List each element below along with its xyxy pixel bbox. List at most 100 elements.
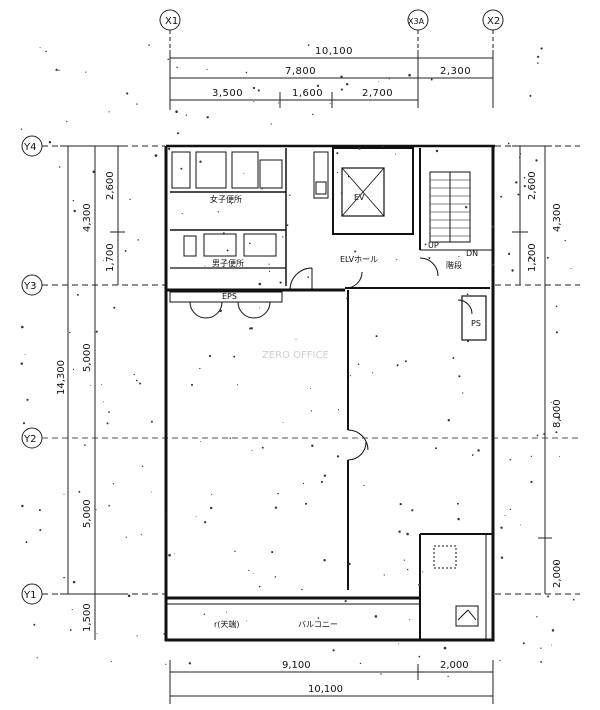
speckle-dot: [462, 392, 464, 394]
dim-bottom-total: 10,100: [308, 684, 343, 695]
speckle-dot: [126, 92, 129, 95]
speckle-dot: [519, 153, 522, 155]
speckle-dot: [374, 615, 378, 618]
speckle-dot: [206, 68, 208, 70]
speckle-dot: [317, 617, 320, 619]
speckle-dot: [125, 536, 127, 538]
speckle-dot: [90, 384, 92, 386]
speckle-dot: [45, 50, 47, 53]
speckle-dot: [258, 585, 261, 588]
speckle-dot: [199, 367, 201, 370]
speckle-dot: [176, 132, 180, 135]
speckle-dot: [185, 114, 188, 116]
dim-top-b: 2,300: [440, 66, 471, 77]
speckle-dot: [359, 662, 362, 665]
speckle-dot: [345, 82, 349, 86]
dim-top-c3: 2,700: [362, 88, 393, 99]
label-ev: EV: [354, 193, 365, 202]
speckle-dot: [411, 509, 414, 512]
speckle-dot: [546, 256, 549, 259]
speckle-dot: [245, 620, 247, 622]
speckle-dot: [540, 647, 542, 649]
speckle-dot: [543, 433, 546, 436]
speckle-dot: [22, 422, 26, 425]
label-up: UP: [428, 241, 439, 250]
speckle-dot: [195, 516, 197, 518]
speckle-dot: [551, 644, 553, 646]
speckle-dot: [477, 449, 480, 452]
speckle-dot: [167, 147, 171, 150]
speckle-dot: [398, 642, 400, 644]
top-dimensions: [169, 50, 494, 110]
label-mens-wc: 男子便所: [212, 258, 244, 268]
speckle-dot: [295, 338, 297, 340]
dim-left-low: 5,000: [82, 499, 93, 528]
speckle-dot: [551, 629, 555, 632]
grid-axes: [21, 9, 580, 605]
right-dimensions: [512, 145, 552, 594]
speckle-dot: [406, 568, 409, 571]
speckle-dot: [499, 659, 501, 661]
speckle-dot: [500, 526, 503, 529]
speckle-dot: [268, 263, 270, 265]
speckle-dot: [286, 224, 289, 227]
speckle-dot: [95, 330, 98, 333]
speckle-dot: [279, 281, 282, 284]
grid-y2-label: Y2: [23, 434, 36, 445]
speckle-dot: [422, 571, 424, 573]
speckle-dot: [20, 362, 24, 365]
speckle-dot: [71, 609, 73, 611]
label-dn: DN: [466, 249, 478, 258]
speckle-dot: [282, 236, 284, 238]
speckle-dot: [380, 673, 382, 675]
speckle-dot: [188, 662, 192, 665]
dim-top-c2: 1,600: [292, 88, 323, 99]
speckle-dot: [217, 211, 219, 213]
speckle-dot: [58, 166, 61, 168]
speckle-dot: [58, 69, 60, 71]
speckle-dot: [491, 225, 494, 228]
speckle-dot: [141, 465, 144, 468]
grid-y4-label: Y4: [23, 142, 36, 153]
speckle-dot: [261, 188, 263, 190]
speckle-dot: [396, 364, 399, 367]
speckle-dot: [457, 517, 460, 521]
speckle-dot: [530, 455, 532, 457]
speckle-dot: [85, 71, 87, 73]
label-stairs: 階段: [446, 260, 462, 270]
speckle-dot: [204, 265, 206, 267]
speckle-dot: [559, 455, 561, 457]
dim-left-bottom: 1,500: [82, 603, 93, 632]
speckle-dot: [517, 193, 520, 196]
speckle-dot: [466, 293, 469, 296]
speckle-dot: [175, 110, 178, 113]
speckle-dot: [434, 241, 436, 243]
speckle-dot: [248, 242, 251, 245]
speckle-dot: [382, 145, 384, 148]
speckle-dot: [180, 167, 183, 170]
speckle-dot: [378, 81, 379, 83]
speckle-dot: [277, 492, 279, 495]
speckle-dot: [199, 160, 202, 163]
speckle-dot: [305, 502, 308, 505]
dim-bottom-b: 2,000: [440, 660, 469, 671]
speckle-dot: [336, 171, 339, 174]
speckle-dot: [36, 657, 38, 659]
speckle-dot: [200, 440, 201, 442]
speckle-dot: [222, 232, 225, 235]
speckle-dot: [168, 554, 171, 557]
speckle-dot: [310, 410, 313, 412]
speckle-dot: [523, 176, 526, 179]
speckle-dot: [523, 185, 526, 188]
speckle-dot: [518, 156, 521, 159]
speckle-dot: [492, 263, 495, 266]
speckle-dot: [63, 576, 65, 579]
speckle-dot: [261, 446, 264, 449]
scan-speckle: [20, 44, 575, 678]
speckle-dot: [529, 94, 532, 97]
speckle-dot: [289, 194, 291, 197]
speckle-dot: [536, 434, 539, 437]
speckle-dot: [108, 504, 111, 507]
speckle-dot: [340, 192, 343, 194]
